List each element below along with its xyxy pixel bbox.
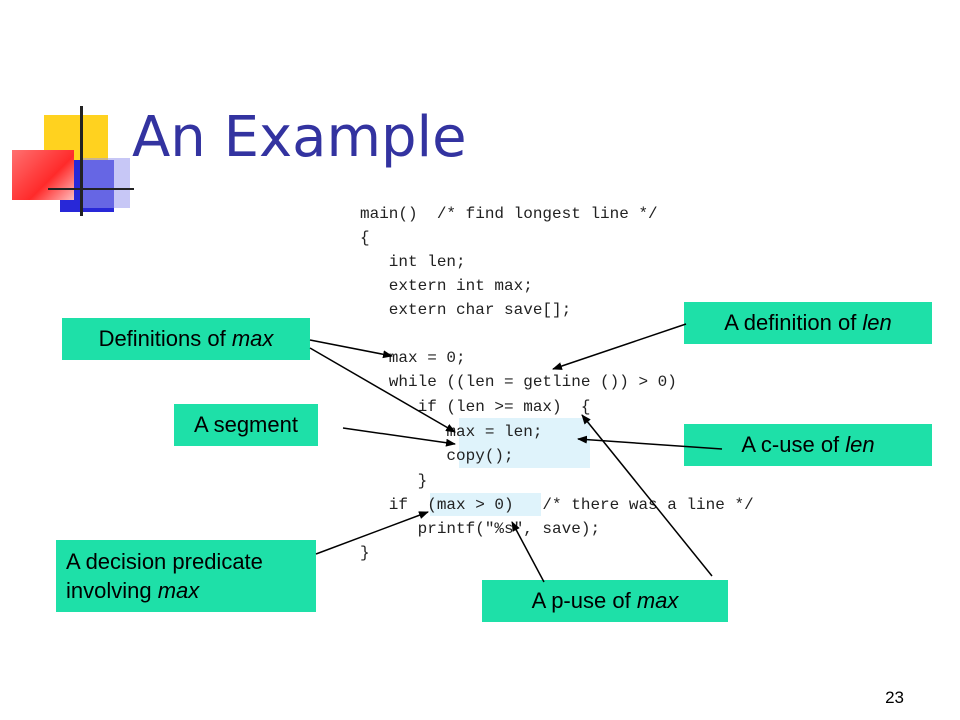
label-line-2: involving max bbox=[66, 576, 199, 605]
arrow-definitions-to-max-len bbox=[309, 347, 456, 433]
label-line-1: A decision predicate bbox=[66, 549, 263, 574]
predicate-highlight bbox=[430, 493, 541, 516]
arrow-decision-predicate bbox=[315, 511, 429, 555]
code-line: while ((len = getline ()) > 0) bbox=[360, 373, 677, 391]
code-line: extern int max; bbox=[360, 277, 533, 295]
code-line: max = 0; bbox=[360, 349, 466, 367]
label-text: Definitions of bbox=[98, 326, 232, 351]
code-line: } bbox=[360, 472, 428, 490]
label-text: A definition of bbox=[724, 310, 863, 335]
arrow-p-use-to-if bbox=[581, 414, 713, 577]
label-text: A p-use of bbox=[531, 588, 637, 613]
label-emphasis: len bbox=[845, 432, 875, 457]
slide-title: An Example bbox=[132, 105, 467, 170]
label-definitions-of-max: Definitions of max bbox=[62, 318, 310, 360]
label-a-decision-predicate: A decision predicate involving max bbox=[56, 540, 316, 612]
label-emphasis: max bbox=[636, 588, 679, 613]
decor-red-square bbox=[12, 150, 74, 200]
label-a-p-use-of-max: A p-use of max bbox=[482, 580, 728, 622]
code-line: main() /* find longest line */ bbox=[360, 205, 658, 223]
decor-vertical-line bbox=[80, 106, 83, 216]
label-a-segment: A segment bbox=[174, 404, 318, 446]
label-a-c-use-of-len: A c-use of len bbox=[684, 424, 932, 466]
code-line: if (max > 0) /* there was a line */ bbox=[360, 496, 754, 514]
arrow-definitions-to-max-assign bbox=[309, 339, 393, 359]
code-line: { bbox=[360, 229, 370, 247]
label-text: involving bbox=[66, 578, 158, 603]
arrow-segment bbox=[342, 427, 456, 447]
label-a-definition-of-len: A definition of len bbox=[684, 302, 932, 344]
decor-light-blue-square bbox=[80, 158, 130, 208]
code-line: printf("%s", save); bbox=[360, 520, 601, 538]
code-line: extern char save[]; bbox=[360, 301, 572, 319]
label-text: A c-use of bbox=[741, 432, 846, 457]
arrow-p-use-to-predicate bbox=[511, 521, 545, 583]
code-line: } bbox=[360, 544, 370, 562]
label-emphasis: len bbox=[862, 310, 892, 335]
code-line: if (len >= max) { bbox=[360, 398, 591, 416]
label-emphasis: max bbox=[231, 326, 274, 351]
code-line: int len; bbox=[360, 253, 466, 271]
label-emphasis: max bbox=[157, 578, 200, 603]
label-text: A segment bbox=[194, 412, 298, 437]
decor-horizontal-line bbox=[48, 188, 134, 190]
page-number: 23 bbox=[885, 688, 904, 707]
arrow-c-use-of-len bbox=[577, 435, 723, 450]
arrow-definition-of-len bbox=[552, 323, 687, 370]
code-line: copy(); bbox=[360, 447, 514, 465]
segment-highlight bbox=[459, 418, 590, 468]
